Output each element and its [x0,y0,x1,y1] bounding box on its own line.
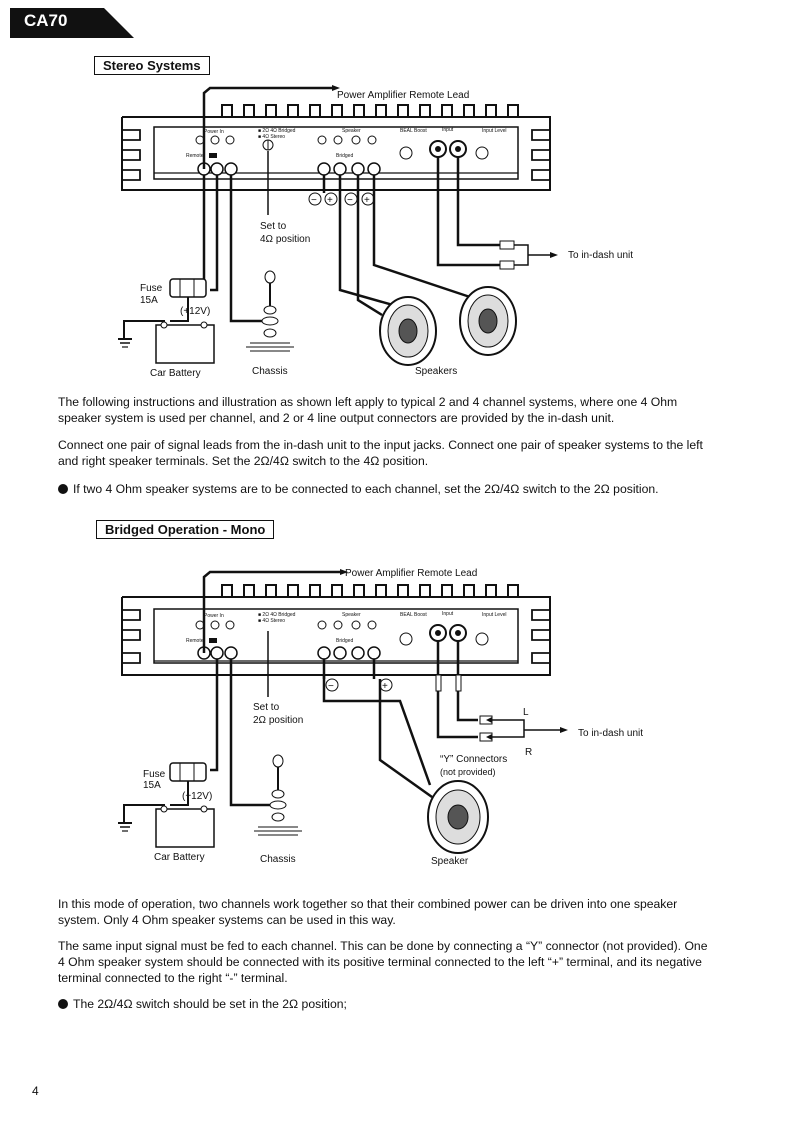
bridged-remote-lead-label: Power Amplifier Remote Lead [345,568,477,579]
svg-text:−: − [347,195,353,206]
stereo-speakers-label: Speakers [415,366,457,377]
bridged-paragraph-1: In this mode of operation, two channels … [58,897,678,927]
bullet-icon [58,999,68,1009]
bridged-bullet-text: The 2Ω/4Ω switch should be set in the 2Ω… [73,997,347,1011]
panel-bass-boost: BEAL Boost [400,128,427,134]
model-tab: CA70 [10,8,134,38]
panel-input: Input [442,127,454,133]
stereo-remote-lead-label: Power Amplifier Remote Lead [337,90,469,101]
stereo-fuse-rating: 15A [140,295,158,306]
stereo-section-title: Stereo Systems [94,56,210,75]
bridged-wiring-diagram: Power In ■ 2Ω 4Ω Bridged ■ 4Ω Stereo Spe… [110,565,670,875]
panel-input-level: Input Level [482,128,506,134]
model-label: CA70 [24,11,68,30]
panel-power-in: Power In [204,129,224,135]
bridged-section-title: Bridged Operation - Mono [96,520,275,539]
panel-remote: Remote [186,153,204,159]
svg-text:+: + [364,195,370,206]
bullet-icon [58,484,68,494]
bridged-l-label: L [523,707,529,718]
stereo-position-label: 4Ω position [260,234,310,245]
speaker-mono-icon [427,780,489,854]
panel-remote-2: Remote [186,638,204,644]
panel-bridged-mode: ■ 2Ω 4Ω Bridged [258,128,296,134]
bridged-paragraph-2: The same input signal must be fed to eac… [58,939,708,985]
stereo-wiring-diagram: Power In ■ 2Ω 4Ω Bridged ■ 4Ω Stereo Spe… [110,85,670,385]
bridged-12v-label: (+12V) [182,791,212,802]
bridged-speaker-label: Speaker [431,856,469,867]
page-number: 4 [32,1084,39,1098]
stereo-paragraph-1: The following instructions and illustrat… [58,395,678,425]
bridged-chassis-label: Chassis [260,854,296,865]
bridged-r-label: R [525,747,532,758]
panel-stereo-mode-2: ■ 4Ω Stereo [258,618,285,624]
svg-text:−: − [328,681,334,692]
panel-bridged-2: Bridged [336,638,353,644]
stereo-bullet-text: If two 4 Ohm speaker systems are to be c… [73,482,659,496]
stereo-fuse-label: Fuse [140,283,163,294]
bridged-y-connectors-label: “Y” Connectors [440,754,507,765]
svg-text:−: − [311,195,317,206]
bridged-bullet: The 2Ω/4Ω switch should be set in the 2Ω… [58,996,708,1012]
stereo-to-indash-label: To in-dash unit [568,250,633,261]
bridged-to-indash-label: To in-dash unit [578,728,643,739]
speaker-right-icon [459,286,517,356]
stereo-12v-label: (+12V) [180,306,210,317]
bridged-battery-label: Car Battery [154,852,205,863]
stereo-paragraph-2: Connect one pair of signal leads from th… [58,438,703,468]
panel-stereo-mode: ■ 4Ω Stereo [258,134,285,140]
svg-text:+: + [382,681,388,692]
bridged-position-label: 2Ω position [253,715,303,726]
panel-power-in-2: Power In [204,613,224,619]
bridged-fuse-label: Fuse [143,769,166,780]
panel-input-level-2: Input Level [482,612,506,618]
panel-bass-boost-2: BEAL Boost [400,612,427,618]
stereo-chassis-label: Chassis [252,366,288,377]
stereo-bullet: If two 4 Ohm speaker systems are to be c… [58,481,708,497]
panel-speaker: Speaker [342,128,361,134]
panel-bridged: Bridged [336,153,353,159]
bridged-set-to-label: Set to [253,702,280,713]
panel-bridged-mode-2: ■ 2Ω 4Ω Bridged [258,612,296,618]
panel-speaker-2: Speaker [342,612,361,618]
svg-text:+: + [327,195,333,206]
speaker-left-icon [379,296,437,366]
bridged-fuse-rating: 15A [143,780,161,791]
panel-input-2: Input [442,611,454,617]
stereo-battery-label: Car Battery [150,368,201,379]
bridged-not-provided-label: (not provided) [440,767,496,777]
stereo-set-to-label: Set to [260,221,287,232]
